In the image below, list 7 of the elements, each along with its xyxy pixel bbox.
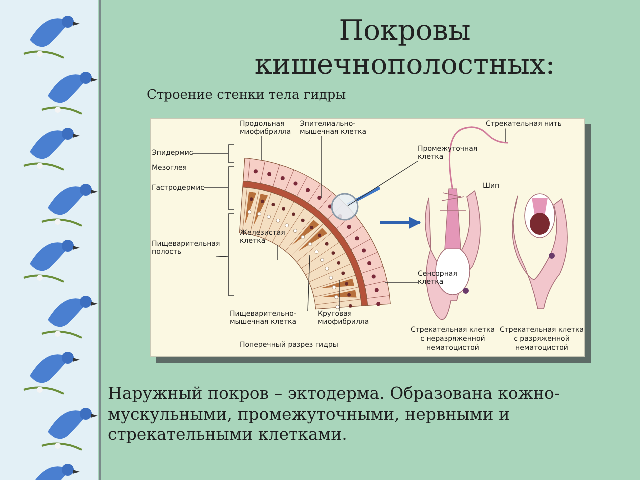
leader-line (216, 256, 228, 258)
leader-line (348, 161, 418, 206)
arrow (380, 217, 422, 229)
body-text: Наружный покров – эктодерма. Образована кожно-мускульными, промежуточными, нервными и стрекательными клетками. (108, 384, 562, 446)
slide-title: Покровы кишечнополостных: (254, 14, 556, 82)
figure-title: Строение стенки тела гидры (147, 88, 347, 104)
leader-line (384, 282, 418, 284)
